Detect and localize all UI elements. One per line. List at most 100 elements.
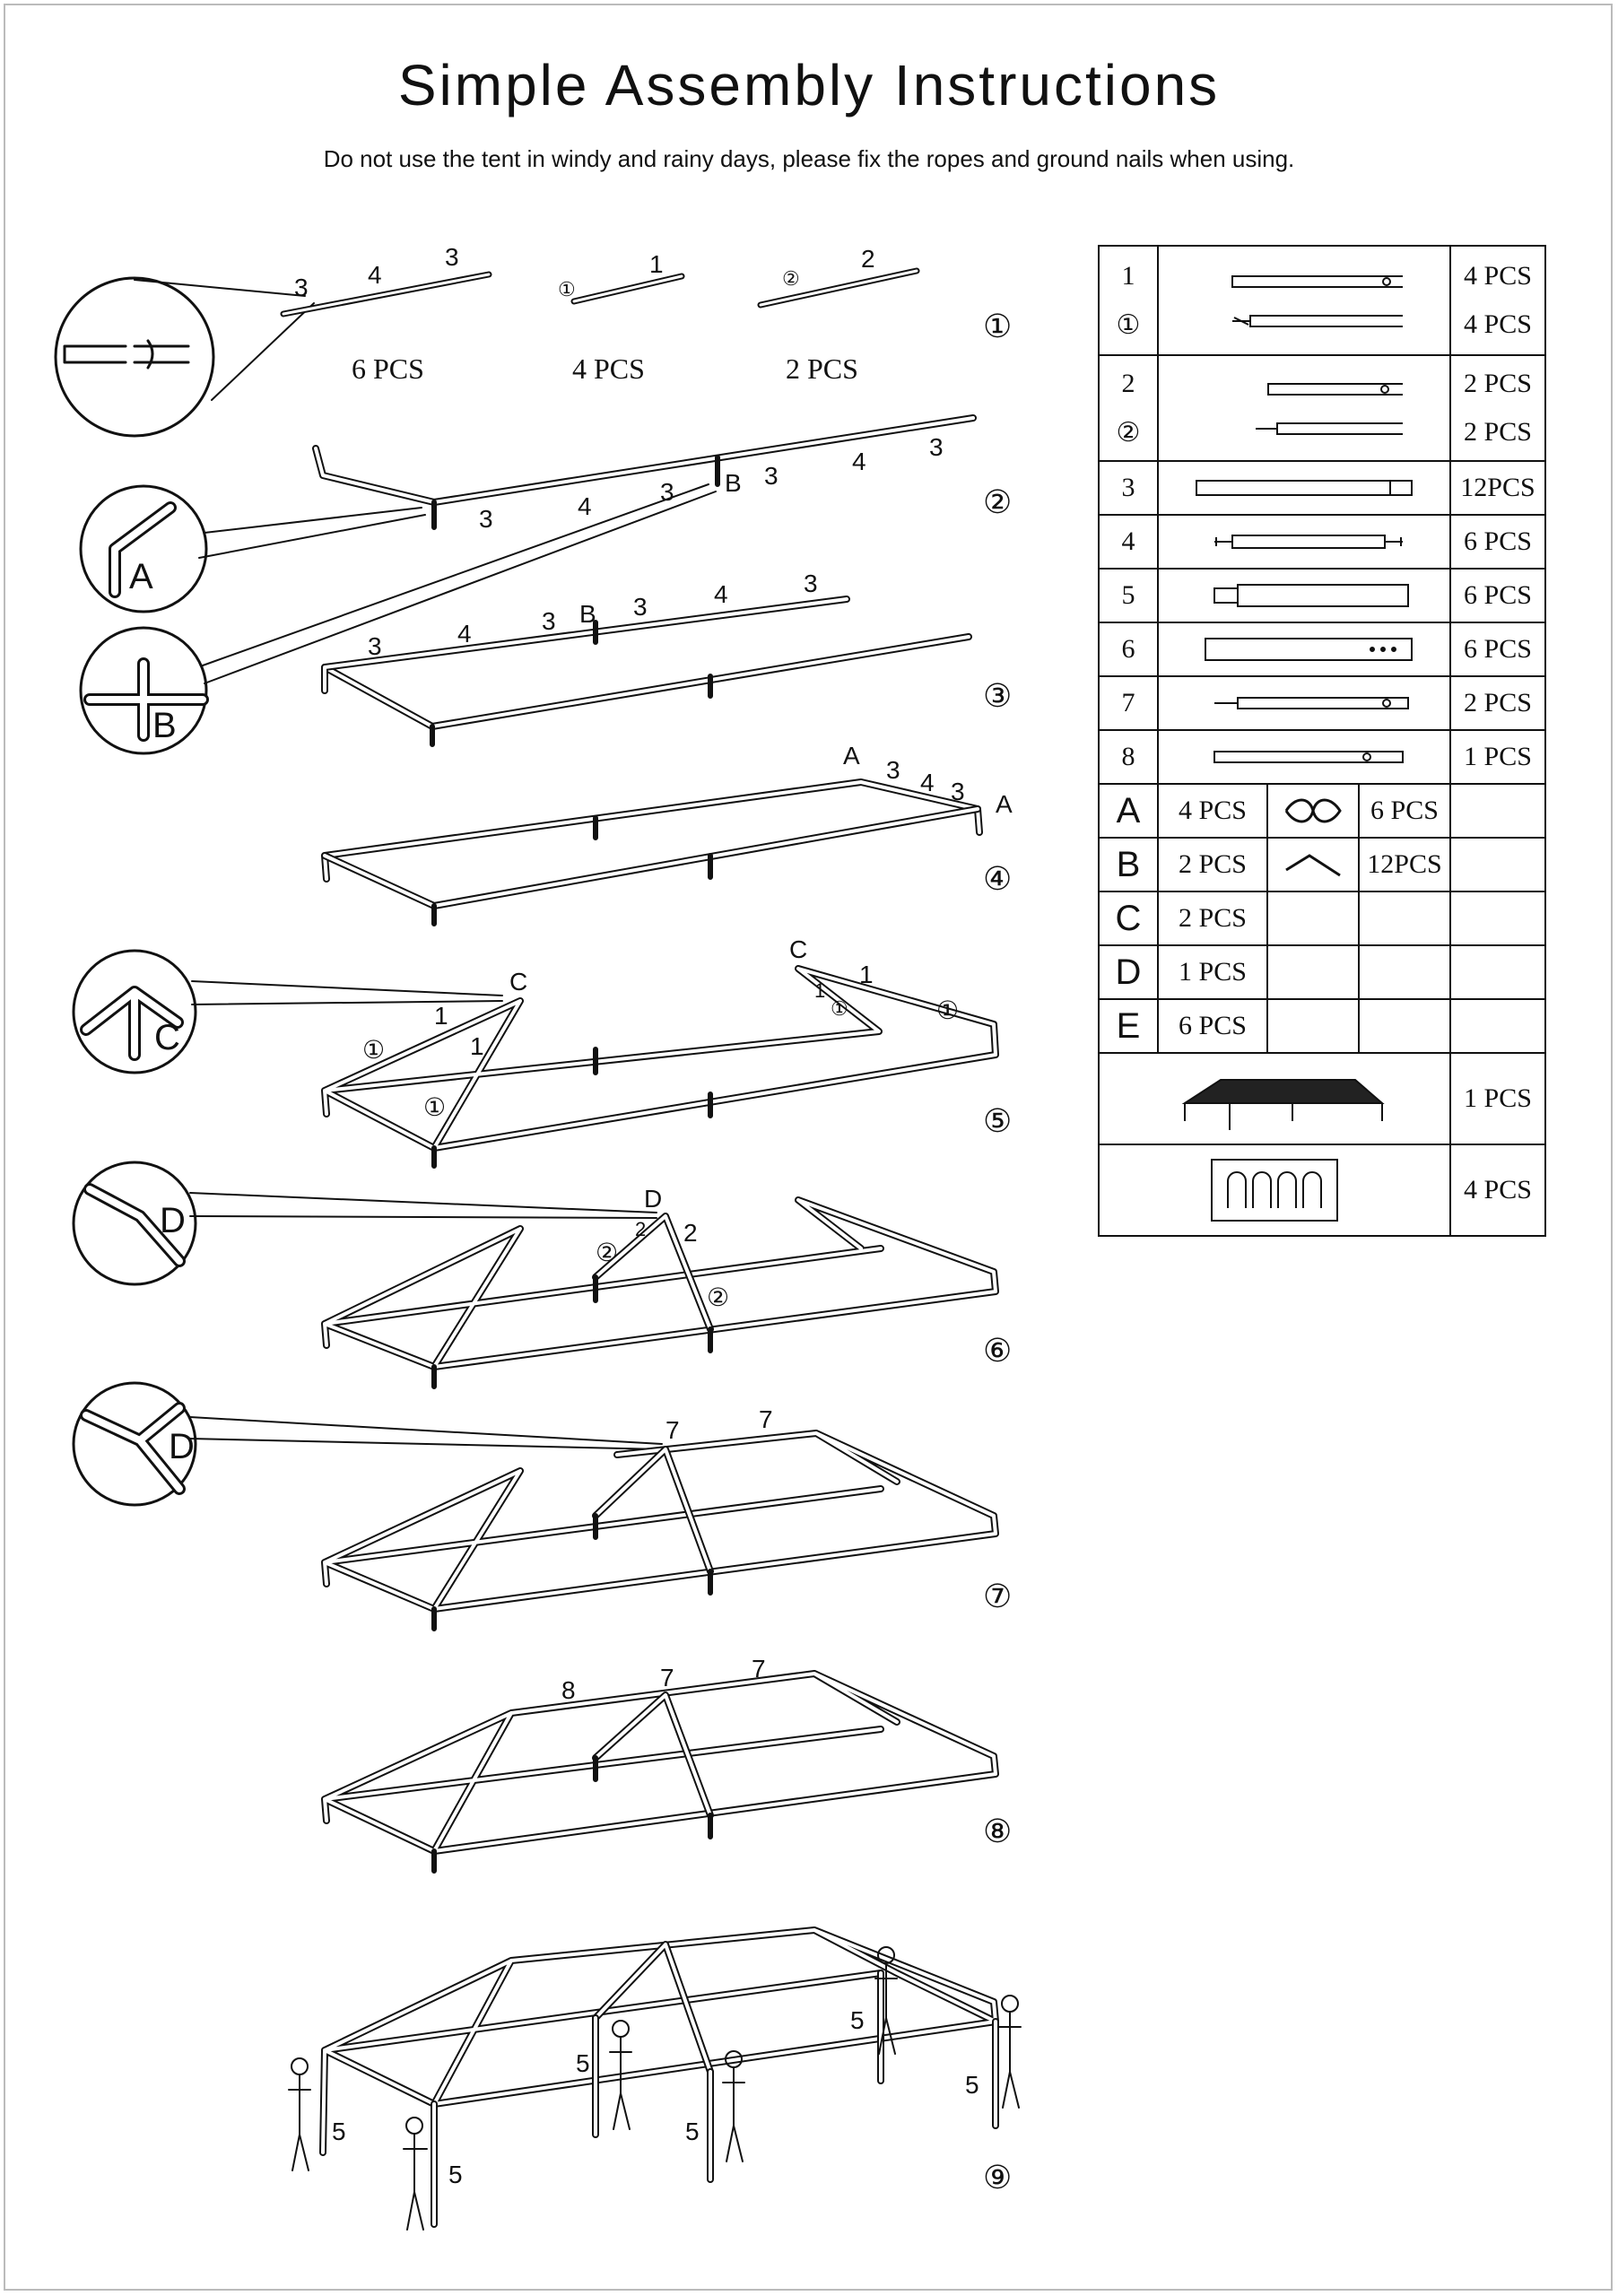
qty-label: 2 PCS	[786, 352, 858, 385]
part-id: ①	[1116, 309, 1141, 340]
part-drawing-cell	[1157, 568, 1451, 623]
label: 3	[368, 632, 382, 660]
part-qty: 2 PCS	[1449, 675, 1546, 731]
part-id: 7	[1098, 675, 1159, 731]
pole-icon	[1214, 751, 1404, 763]
qty-label: 6 PCS	[352, 352, 424, 385]
label: A	[996, 790, 1013, 818]
part-id: 2	[1121, 368, 1135, 398]
rope-qty: 6 PCS	[1358, 783, 1451, 839]
label: ①	[423, 1093, 446, 1121]
sidewall-cell	[1098, 1144, 1451, 1237]
label: ①	[936, 996, 959, 1024]
label: D	[644, 1185, 662, 1213]
label: ②	[707, 1283, 729, 1311]
label: 1	[649, 250, 664, 278]
part-qty: 12PCS	[1449, 460, 1546, 516]
rope-icon	[1284, 798, 1342, 823]
label: 5	[965, 2071, 979, 2099]
label: 1	[470, 1032, 484, 1060]
label: 4	[368, 261, 382, 289]
part-drawing-cell	[1157, 675, 1451, 731]
stake-qty: 12PCS	[1358, 837, 1451, 892]
detail-circle-A	[79, 484, 208, 613]
callout-label: D	[160, 1201, 186, 1240]
label: ①	[558, 278, 576, 300]
label: 3	[445, 243, 459, 271]
label: 8	[561, 1676, 576, 1704]
part-qty: 1 PCS	[1449, 729, 1546, 785]
step-number: ②	[983, 483, 1012, 520]
step-number: ①	[983, 308, 1012, 344]
label: ①	[362, 1036, 385, 1064]
part-drawing-cell	[1157, 245, 1451, 356]
detail-circle-D	[72, 1161, 197, 1286]
connector-id-cell: B	[1098, 837, 1159, 892]
label: 4	[578, 492, 592, 520]
detail-circle-C	[72, 949, 197, 1074]
connector-id: A	[1116, 790, 1141, 831]
connector-qty: 4 PCS	[1157, 783, 1268, 839]
label: 3	[660, 478, 674, 506]
label: 4	[457, 620, 472, 648]
part-id: ②	[1116, 417, 1141, 448]
step-number: ⑤	[983, 1102, 1012, 1139]
label: 1	[814, 979, 825, 1002]
connector-id: C	[1115, 898, 1142, 938]
ground-nail-icon	[1285, 854, 1341, 877]
detail-circle-B	[79, 626, 208, 755]
part-qty: 6 PCS	[1449, 568, 1546, 623]
callout-label: C	[154, 1018, 180, 1057]
label: 3	[886, 756, 900, 784]
label: 5	[332, 2118, 346, 2145]
label: B	[579, 600, 596, 628]
part-id: 4	[1098, 514, 1159, 570]
sidewall-window-icon	[1211, 1159, 1338, 1222]
part-id: 1	[1121, 260, 1135, 291]
label: 2	[861, 245, 875, 273]
step-number: ④	[983, 860, 1012, 897]
qty-label: 4 PCS	[572, 352, 645, 385]
connector-id: E	[1116, 1005, 1141, 1046]
page-border	[4, 4, 1613, 2291]
step-number: ③	[983, 677, 1012, 714]
connector-id-cell: E	[1098, 998, 1159, 1054]
part-drawing-cell	[1157, 729, 1451, 785]
step-5: C C 1 ① 1 ① C 1 1 ① ① ⑤	[72, 935, 1012, 1169]
label: 4	[852, 448, 866, 475]
sidewall-qty: 4 PCS	[1449, 1144, 1546, 1237]
part-qty: 2 PCS	[1464, 369, 1532, 398]
pole-icon	[1256, 383, 1403, 435]
worker-figures	[288, 1946, 1022, 2231]
label: ①	[831, 997, 848, 1020]
part-qty: 4 PCS	[1464, 309, 1532, 339]
label: 5	[448, 2161, 463, 2188]
warning-text: Do not use the tent in windy and rainy d…	[323, 145, 1295, 172]
part-drawing-cell	[1157, 622, 1451, 677]
part-qty-cell: 2 PCS 2 PCS	[1449, 354, 1546, 462]
connector-id: D	[1115, 952, 1142, 992]
pole-icon	[1214, 697, 1409, 709]
part-qty: 4 PCS	[1464, 261, 1532, 291]
connector-qty: 2 PCS	[1157, 837, 1268, 892]
step-1: 3 4 3 6 PCS ① 1 4 PCS ② 2 2 PCS ①	[54, 243, 1012, 438]
connector-id: B	[1116, 844, 1141, 884]
canopy-icon	[1181, 1079, 1385, 1130]
step-number: ⑦	[983, 1578, 1012, 1614]
detail-circle-joint	[54, 276, 215, 438]
part-id: 8	[1098, 729, 1159, 785]
stake-cell	[1266, 837, 1360, 892]
step-6: D D 2 ② 2 ② ⑥	[72, 1161, 1012, 1389]
label: 1	[859, 961, 874, 988]
label: 7	[759, 1405, 773, 1433]
step-4: A 3 4 3 A ④	[321, 742, 1013, 926]
rope-cell	[1266, 783, 1360, 839]
parts-table: 1 ① 4 PCS 4 PCS 2 ② 2 PCS 2 PCS	[1098, 245, 1546, 1237]
label: ②	[782, 267, 800, 290]
canopy-qty: 1 PCS	[1449, 1052, 1546, 1145]
part-id: 6	[1098, 622, 1159, 677]
label: 2	[635, 1218, 646, 1240]
part-drawing-cell	[1157, 460, 1451, 516]
step-2: A B 3 4 3 B 3 4 3 ②	[79, 414, 1012, 755]
